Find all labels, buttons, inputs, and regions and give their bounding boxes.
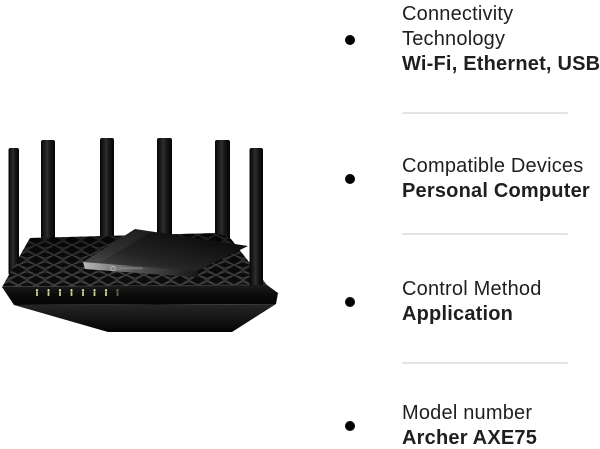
- led-icon: [116, 289, 119, 296]
- antenna-icon: [8, 148, 19, 275]
- spec-item-control-method: Control Method Application: [345, 277, 600, 327]
- router-base: [14, 304, 276, 332]
- led-icon: [35, 289, 39, 296]
- led-icon: [58, 289, 62, 296]
- tp-link-logo-icon: [110, 265, 143, 272]
- antenna-icon: [41, 140, 55, 250]
- antenna-icon: [100, 138, 114, 245]
- router-image: [1, 138, 278, 332]
- bullet-icon: [345, 421, 355, 431]
- spec-item-connectivity: Connectivity Technology Wi-Fi, Ethernet,…: [345, 2, 600, 77]
- router-front-face: [2, 285, 278, 305]
- router-antennas: [8, 138, 230, 275]
- spec-item-model-number: Model number Archer AXE75: [345, 401, 600, 449]
- divider: [402, 362, 568, 364]
- spec-label: Connectivity Technology: [402, 3, 514, 50]
- divider: [402, 233, 568, 235]
- router-gloss-panel: [83, 229, 248, 278]
- bullet-icon: [345, 297, 355, 307]
- spec-label: Model number: [402, 402, 533, 424]
- antenna-icon: [249, 148, 263, 290]
- antenna-icon: [157, 138, 172, 243]
- spec-label: Control Method: [402, 278, 542, 300]
- led-icon: [81, 289, 85, 296]
- spec-label: Compatible Devices: [402, 155, 584, 177]
- divider: [402, 112, 568, 114]
- spec-value: Personal Computer: [402, 180, 590, 202]
- led-icon: [104, 289, 108, 296]
- router-status-leds: [35, 289, 119, 296]
- bullet-icon: [345, 174, 355, 184]
- spec-value: Archer AXE75: [402, 427, 538, 449]
- spec-value: Application: [402, 303, 514, 325]
- led-icon: [93, 289, 96, 296]
- antenna-icon: [215, 140, 230, 243]
- bullet-icon: [345, 34, 355, 45]
- spec-item-compatible-devices: Compatible Devices Personal Computer: [345, 154, 600, 204]
- led-icon: [47, 289, 50, 296]
- led-icon: [70, 289, 73, 296]
- spec-value: Wi-Fi, Ethernet, USB: [402, 53, 600, 75]
